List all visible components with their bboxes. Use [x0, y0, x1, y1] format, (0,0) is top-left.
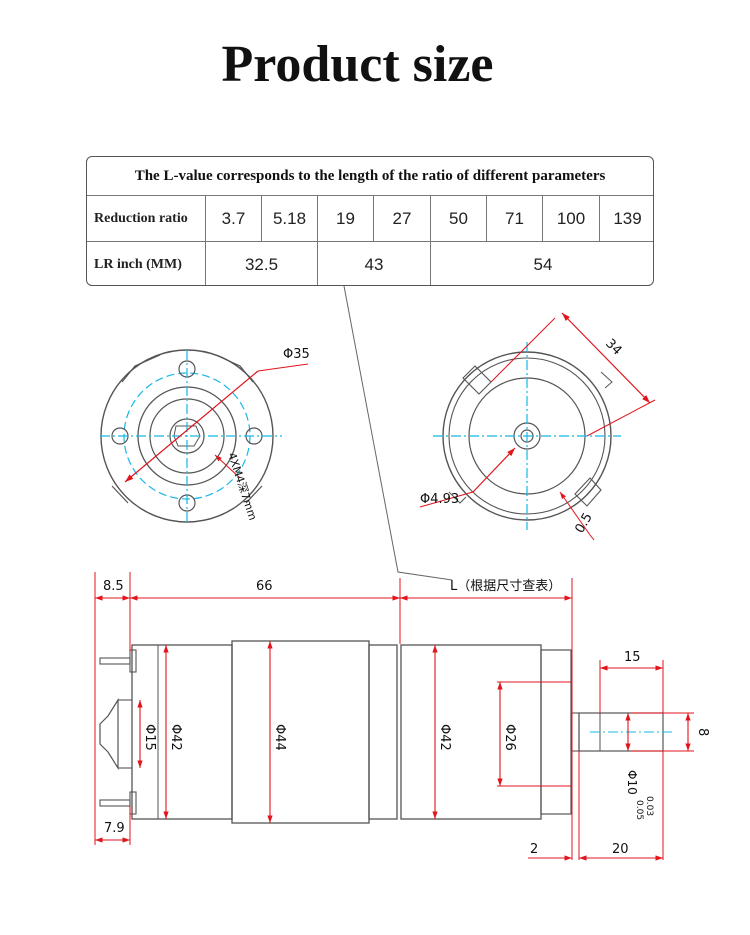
dim-7-9: 7.9	[104, 821, 125, 836]
side-view: 8.5 66 L（根据尺寸查表） 15 8 Φ10 0.03 0.05 Φ15 …	[94, 572, 710, 861]
ratio-cell: 139	[599, 196, 653, 242]
dim-shaft-dia: Φ10	[625, 770, 639, 795]
dim-L: L（根据尺寸查表）	[450, 579, 561, 594]
table-header: The L-value corresponds to the length of…	[134, 167, 606, 184]
rear-bore-label: Φ4.93	[420, 492, 459, 507]
front-view: Φ35 4XM4深7mm	[100, 347, 310, 523]
dim-8: 8	[695, 728, 710, 736]
dim-8-5: 8.5	[103, 579, 124, 594]
ratio-cell: 27	[373, 196, 430, 242]
dim-phi-15: Φ15	[142, 724, 157, 751]
table-row-ratio: Reduction ratio 3.7 5.18 19 27 50 71 100…	[87, 195, 653, 242]
ratio-cell: 71	[486, 196, 542, 242]
dim-phi-44: Φ44	[272, 724, 287, 751]
dim-2: 2	[530, 842, 538, 857]
ratio-cell: 50	[430, 196, 486, 242]
dim-phi-26: Φ26	[502, 724, 517, 751]
table-row-lr: LR inch (MM) 32.5 43 54	[87, 241, 653, 285]
dim-shaft-len: 15	[624, 650, 641, 665]
lr-cell: 32.5	[205, 242, 317, 285]
ratio-cell: 100	[542, 196, 599, 242]
lr-cell: 43	[317, 242, 430, 285]
rear-view: 34 Φ4.93 0.5	[419, 312, 656, 541]
dim-phi-42b: Φ42	[437, 724, 452, 751]
front-hole-label: 4XM4深7mm	[225, 451, 259, 522]
rear-size-label: 34	[602, 336, 624, 358]
leader-line	[343, 285, 453, 581]
lr-label: LR inch (MM)	[94, 257, 182, 272]
page-title: Product size	[221, 36, 494, 93]
dim-tol-up: 0.03	[644, 796, 654, 816]
dim-20: 20	[612, 842, 629, 857]
ratio-cell: 19	[317, 196, 373, 242]
dim-66: 66	[256, 579, 273, 594]
ratio-cell: 3.7	[205, 196, 261, 242]
spec-table: The L-value corresponds to the length of…	[86, 156, 654, 286]
lr-cell: 54	[430, 242, 653, 285]
dim-phi-42a: Φ42	[168, 724, 183, 751]
ratio-cell: 5.18	[261, 196, 317, 242]
table-header-row: The L-value corresponds to the length of…	[87, 157, 653, 195]
dim-tol-low: 0.05	[634, 800, 644, 820]
front-dia-label: Φ35	[283, 347, 310, 362]
ratio-label: Reduction ratio	[94, 211, 188, 226]
